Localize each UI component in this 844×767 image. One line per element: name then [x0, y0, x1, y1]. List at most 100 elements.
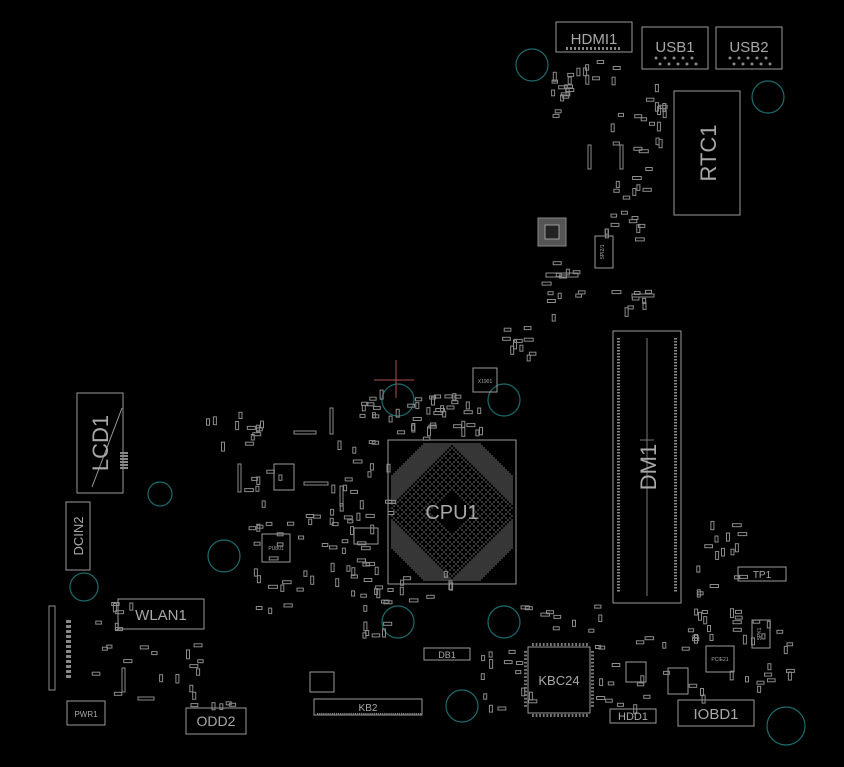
- cpu-ball: [441, 525, 443, 527]
- cpu-ball: [497, 473, 499, 475]
- cpu-ball: [481, 549, 483, 551]
- cpu-ball: [391, 497, 393, 499]
- cpu-ball: [407, 491, 409, 493]
- cpu-ball: [455, 575, 457, 577]
- cpu-ball: [391, 541, 393, 543]
- cpu-ball: [457, 493, 459, 495]
- cpu-ball: [417, 513, 419, 515]
- cpu-ball: [433, 571, 435, 573]
- cpu-ball: [499, 477, 501, 479]
- cpu-ball: [407, 557, 409, 559]
- smd-part: [321, 543, 329, 547]
- cpu-ball: [411, 483, 413, 485]
- cpu-ball: [403, 537, 405, 539]
- cpu-ball: [393, 475, 395, 477]
- smd-part: [114, 622, 119, 631]
- cpu-ball: [401, 549, 403, 551]
- cpu-ball: [417, 497, 419, 499]
- cpu-ball: [419, 457, 421, 459]
- cpu-ball: [457, 453, 459, 455]
- cpu-ball: [487, 459, 489, 461]
- smd-part: [407, 403, 416, 408]
- smd-part: [363, 605, 368, 612]
- cpu-ball: [441, 485, 443, 487]
- dimm-pin: [674, 545, 677, 547]
- cpu-ball: [491, 495, 493, 497]
- cpu-ball: [501, 467, 503, 469]
- cpu-ball: [449, 537, 451, 539]
- cpu-ball: [401, 551, 403, 553]
- cpu-ball: [501, 473, 503, 475]
- cpu-ball: [409, 543, 411, 545]
- cpu-ball: [403, 531, 405, 533]
- cpu-ball: [419, 469, 421, 471]
- cpu-ball: [505, 547, 507, 549]
- smd-part: [238, 411, 243, 419]
- cpu-ball: [439, 453, 441, 455]
- cpu-ball: [487, 561, 489, 563]
- cpu-ball: [471, 579, 473, 581]
- cpu-ball: [503, 489, 505, 491]
- cpu-ball: [459, 551, 461, 553]
- smd-part: [196, 668, 201, 676]
- cpu-ball: [497, 487, 499, 489]
- cpu-ball: [437, 577, 439, 579]
- cpu-ball: [499, 463, 501, 465]
- cpu-ball: [439, 567, 441, 569]
- cpu-ball: [505, 535, 507, 537]
- cpu-ball: [421, 445, 423, 447]
- usb-pin: [732, 62, 736, 66]
- cpu-ball: [421, 521, 423, 523]
- cpu-ball: [491, 511, 493, 513]
- cpu-ball: [489, 501, 491, 503]
- cpu-ball: [413, 513, 415, 515]
- kbc-pin: [578, 643, 581, 646]
- cpu-ball: [473, 545, 475, 547]
- cpu-ball: [443, 455, 445, 457]
- cpu-ball: [425, 549, 427, 551]
- cpu-ball: [419, 511, 421, 513]
- kb-pin: [411, 713, 413, 715]
- cpu-ball: [443, 445, 445, 447]
- cpu-ball: [457, 533, 459, 535]
- cpu-ball: [399, 483, 401, 485]
- cpu-ball: [403, 527, 405, 529]
- usb-pin: [663, 56, 667, 60]
- cpu-ball: [453, 445, 455, 447]
- hdmi-pin: [618, 47, 620, 50]
- small-chip: [309, 671, 335, 693]
- cpu-ball: [479, 483, 481, 485]
- cpu-ball: [407, 459, 409, 461]
- smd-part: [339, 485, 344, 507]
- cpu-ball: [413, 457, 415, 459]
- cpu-ball: [497, 553, 499, 555]
- usb-pin: [764, 56, 768, 60]
- cpu-ball: [465, 537, 467, 539]
- cpu-ball: [473, 489, 475, 491]
- cpu-ball: [425, 555, 427, 557]
- cpu-ball: [419, 461, 421, 463]
- cpu-ball: [471, 577, 473, 579]
- cpu-ball: [429, 453, 431, 455]
- cpu-ball: [425, 477, 427, 479]
- cpu-ball: [499, 537, 501, 539]
- smd-part: [346, 565, 351, 572]
- cpu-ball: [413, 493, 415, 495]
- cpu-ball: [427, 467, 429, 469]
- cpu-ball: [495, 463, 497, 465]
- smd-part: [764, 672, 773, 677]
- cpu-ball: [393, 485, 395, 487]
- cpu-ball: [479, 467, 481, 469]
- cpu-ball: [433, 537, 435, 539]
- cpu-ball: [491, 567, 493, 569]
- cpu-ball: [481, 453, 483, 455]
- cpu-ball: [507, 497, 509, 499]
- cpu-ball: [491, 541, 493, 543]
- cpu-ball: [401, 517, 403, 519]
- cpu-ball: [405, 477, 407, 479]
- cpu-ball: [407, 539, 409, 541]
- cpu-ball: [439, 483, 441, 485]
- cpu-ball: [469, 473, 471, 475]
- smd-part: [787, 671, 792, 681]
- cpu-ball: [471, 547, 473, 549]
